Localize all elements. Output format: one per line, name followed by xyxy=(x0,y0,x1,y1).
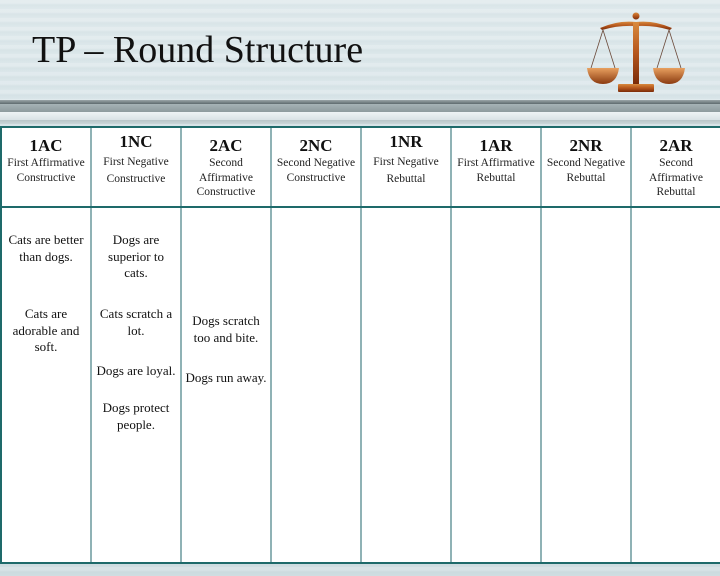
notes-cell-1ac: Cats are better than dogs. Cats are ador… xyxy=(2,208,92,562)
slide-title: TP – Round Structure xyxy=(32,29,364,71)
round-structure-table: 1AC First Affirmative Constructive 1NC F… xyxy=(0,126,720,564)
table-header-row: 1AC First Affirmative Constructive 1NC F… xyxy=(2,128,720,208)
notes-cell-1nc: Dogs are superior to cats. Cats scratch … xyxy=(92,208,182,562)
speech-name: Second Negative Rebuttal xyxy=(546,157,626,184)
speech-code: 1NR xyxy=(389,132,423,151)
notes-cell-2ac: Dogs scratch too and bite. Dogs run away… xyxy=(182,208,272,562)
speech-code: 2AR xyxy=(659,136,693,155)
header-divider xyxy=(0,104,720,112)
flow-note: Dogs scratch too and bite. xyxy=(192,313,260,345)
notes-cell-2nr xyxy=(542,208,632,562)
header-cell-2ac: 2AC Second Affirmative Constructive xyxy=(182,128,272,206)
speech-code: 2NR xyxy=(569,136,603,155)
speech-code: 1AC xyxy=(29,136,63,155)
flow-note: Dogs protect people. xyxy=(102,400,170,432)
header-divider xyxy=(0,100,720,104)
header-divider xyxy=(0,120,720,124)
header-cell-1ar: 1AR First Affirmative Rebuttal xyxy=(452,128,542,206)
speech-name: Second Affirmative Rebuttal xyxy=(648,157,704,198)
flow-note: Dogs run away. xyxy=(185,370,267,385)
speech-code: 1NC xyxy=(119,132,153,151)
header-divider xyxy=(0,112,720,120)
scales-of-justice-icon xyxy=(587,12,685,92)
notes-cell-2ar xyxy=(632,208,720,562)
speech-name: First Affirmative Rebuttal xyxy=(457,157,535,184)
speech-name: Second Affirmative Constructive xyxy=(196,157,256,198)
flow-note: Cats are better than dogs. xyxy=(8,232,84,264)
speech-name: Second Negative Constructive xyxy=(276,157,356,184)
flow-note: Dogs are loyal. xyxy=(96,363,176,378)
speech-name: First Negative Rebuttal xyxy=(373,156,439,185)
notes-cell-1nr xyxy=(362,208,452,562)
header-cell-1ac: 1AC First Affirmative Constructive xyxy=(2,128,92,206)
notes-cell-1ar xyxy=(452,208,542,562)
header-cell-1nr: 1NR First Negative Rebuttal xyxy=(362,128,452,206)
speech-name: First Negative Constructive xyxy=(103,156,169,185)
flow-note: Cats are adorable and soft. xyxy=(12,306,80,354)
header-cell-2nc: 2NC Second Negative Constructive xyxy=(272,128,362,206)
speech-code: 2NC xyxy=(299,136,333,155)
flow-note: Cats scratch a lot. xyxy=(99,306,173,338)
flow-note: Dogs are superior to cats. xyxy=(108,232,164,280)
speech-name: First Affirmative Constructive xyxy=(7,157,85,184)
header-cell-2ar: 2AR Second Affirmative Rebuttal xyxy=(632,128,720,206)
notes-cell-2nc xyxy=(272,208,362,562)
speech-code: 2AC xyxy=(209,136,243,155)
header-cell-2nr: 2NR Second Negative Rebuttal xyxy=(542,128,632,206)
speech-code: 1AR xyxy=(479,136,513,155)
table-body-row: Cats are better than dogs. Cats are ador… xyxy=(2,208,720,562)
header-cell-1nc: 1NC First Negative Constructive xyxy=(92,128,182,206)
